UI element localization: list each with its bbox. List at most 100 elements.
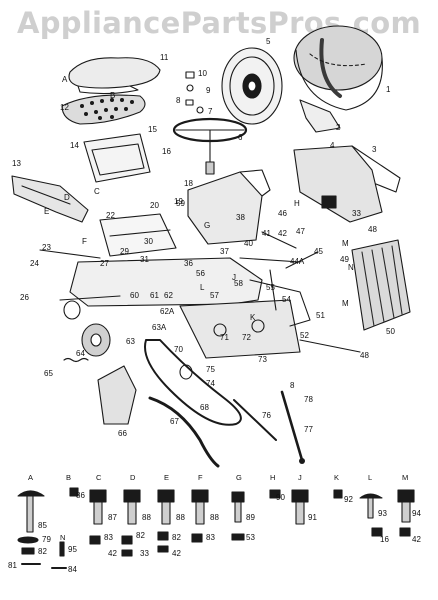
rod-76-part [233,399,277,441]
callout-12: 12 [60,103,69,112]
drag-link-part [148,396,220,468]
callout-62a: 62A [160,307,175,316]
letter-c: C [94,187,100,196]
letter-g: G [204,221,210,230]
hw-header-f: F [198,473,203,482]
letter-n: N [348,263,354,272]
hw-91: 91 [308,513,317,522]
letter-j: J [232,273,236,282]
letter-f: F [82,237,87,246]
callout-68: 68 [200,403,209,412]
callout-10: 10 [198,69,207,78]
callout-73: 73 [258,355,267,364]
linkage-rods [39,231,361,353]
steering-wheel-part [172,117,248,175]
callout-74: 74 [206,379,215,388]
callout-27: 27 [100,259,109,268]
callout-15: 15 [148,125,157,134]
letter-m: M [342,239,349,248]
console-housing-part [187,169,271,245]
callout-6: 6 [238,133,243,142]
callout-46: 46 [278,209,287,218]
callout-60: 60 [130,291,139,300]
callout-44a: 44A [290,257,305,266]
callout-48b: 48 [360,351,369,360]
hw-33: 33 [140,549,149,558]
grille-part [351,239,411,331]
hw-81: 81 [8,561,17,570]
hw-82b: 82 [136,531,145,540]
callout-54: 54 [282,295,291,304]
callout-31: 31 [140,255,149,264]
callout-30: 30 [144,237,153,246]
hw-42c: 42 [412,535,421,544]
callout-52: 52 [300,331,309,340]
callout-18: 18 [184,179,193,188]
seat-hardware [185,71,204,114]
belt-shield-part [97,365,137,425]
hw-82c: 82 [172,533,181,542]
callout-22: 22 [106,211,115,220]
callout-26: 26 [20,293,29,302]
hw-16: 16 [380,535,389,544]
callout-55: 55 [266,283,275,292]
callout-59: 59 [176,199,185,208]
seat-part [68,57,161,95]
hw-89: 89 [246,513,255,522]
running-board-part [11,175,89,223]
hood-part [293,145,401,223]
callout-20: 20 [150,201,159,210]
letter-l: L [200,283,205,292]
hw-79: 79 [42,535,51,544]
hw-95: 95 [68,545,77,554]
callout-4: 4 [330,141,335,150]
letter-a: A [62,75,68,84]
callout-48a: 48 [368,225,377,234]
callout-49: 49 [340,255,349,264]
hw-header-e: E [164,473,169,482]
callout-71: 71 [220,333,229,342]
letter-d: D [64,193,70,202]
hw-93: 93 [378,509,387,518]
hw-87: 87 [108,513,117,522]
seat-pan-part [61,94,146,125]
hw-88b: 88 [176,513,185,522]
callout-56: 56 [196,269,205,278]
fender-panel-part [83,133,151,183]
hw-header-k: K [334,473,339,482]
callout-29: 29 [120,247,129,256]
rod-77-part [280,390,304,462]
spring-part [63,357,89,363]
callout-5: 5 [266,37,271,46]
callout-9: 9 [206,86,211,95]
callout-67: 67 [170,417,179,426]
callout-66: 66 [118,429,127,438]
hw-83b: 83 [206,533,215,542]
callout-7: 7 [208,107,213,116]
bracket-part [299,99,341,133]
hardware-legend-labels: A B C D E F G H J K L M N 85 86 87 88 88… [8,473,421,574]
frame-chassis-part [69,213,311,359]
callout-64: 64 [76,349,85,358]
hw-header-a: A [28,473,33,482]
letter-e: E [44,207,49,216]
callout-33: 33 [352,209,361,218]
hw-header-m: M [402,473,408,482]
hw-83a: 83 [104,533,113,542]
callout-8a: 8 [176,96,181,105]
callout-24: 24 [30,259,39,268]
callout-3: 3 [372,145,377,154]
callout-75: 75 [206,365,215,374]
callout-2: 2 [336,123,341,132]
letter-h: H [294,199,300,208]
wheel-part [221,47,283,125]
hw-92: 92 [344,495,353,504]
callout-47: 47 [296,227,305,236]
hw-90: 90 [276,493,285,502]
hw-85: 85 [38,521,47,530]
pulley-parts [63,300,193,380]
letter-m2: M [342,299,349,308]
callout-77: 77 [304,425,313,434]
callout-72: 72 [242,333,251,342]
